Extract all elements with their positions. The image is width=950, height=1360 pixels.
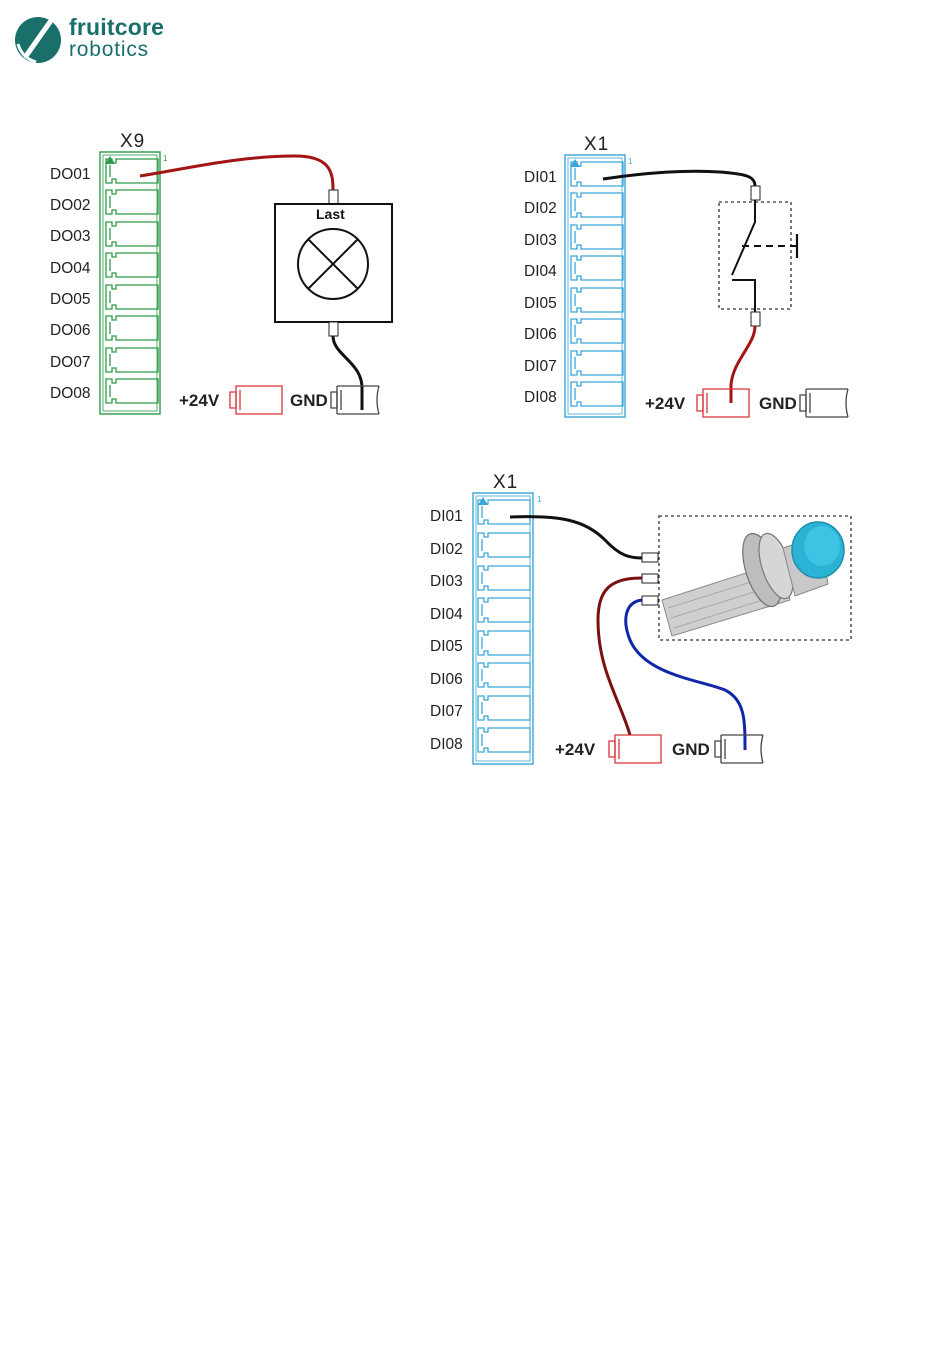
pin-label: DI08 [524, 389, 557, 406]
supply-terminal [697, 389, 749, 417]
pin-label: DI06 [430, 671, 463, 688]
supply-label: +24V [179, 391, 220, 410]
pin-label: DI04 [430, 606, 463, 623]
pin-label: DI01 [430, 508, 463, 525]
black-wire [603, 171, 755, 186]
terminal-slots [478, 500, 530, 752]
pin-label: DI03 [430, 573, 463, 590]
pin-label: DI06 [524, 326, 557, 343]
pin-one-label: 1 [628, 157, 633, 166]
supply-label: +24V [645, 394, 686, 413]
wire-ferrule [642, 553, 658, 562]
ground-label: GND [759, 394, 797, 413]
pin-label: DI08 [430, 736, 463, 753]
wire-ferrule [751, 186, 760, 200]
terminal-block [473, 493, 533, 764]
pin-label: DI02 [524, 200, 557, 217]
pin-label: DI05 [430, 638, 463, 655]
pin-label: DI01 [524, 169, 557, 186]
red-wire [731, 326, 755, 403]
wire-ferrule [751, 312, 760, 326]
connector-label: X1 [493, 472, 518, 493]
pin-label: DO04 [50, 260, 91, 277]
supply-terminal [609, 735, 661, 763]
wire-ferrule [329, 322, 338, 336]
connector-label: X9 [120, 131, 145, 152]
ground-label: GND [672, 740, 710, 759]
inductive-sensor-icon [662, 522, 844, 636]
pushbutton-switch-icon [732, 200, 797, 312]
pin-label: DO06 [50, 322, 91, 339]
wire-ferrule [642, 596, 658, 605]
pin-label: DO02 [50, 197, 91, 214]
red-wire [140, 156, 333, 190]
ground-terminal [715, 735, 763, 763]
pin-label: DI02 [430, 541, 463, 558]
pin-label: DI03 [524, 232, 557, 249]
pin-label: DO08 [50, 385, 91, 402]
terminal-slots [571, 162, 623, 406]
wire-ferrule [329, 190, 338, 204]
output-wiring-diagram: X9 1 DO01 DO02 DO03 DO04 DO05 DO06 DO07 … [50, 131, 392, 414]
terminal-block [100, 152, 160, 414]
pin-label: DO01 [50, 166, 91, 183]
ground-terminal [800, 389, 848, 417]
wire-ferrule [642, 574, 658, 583]
ground-label: GND [290, 391, 328, 410]
terminal-block [565, 155, 625, 417]
pin-label: DI05 [524, 295, 557, 312]
switch-wiring-diagram: X1 1 DI01 DI02 DI03 DI04 DI05 DI06 DI07 … [524, 134, 848, 417]
supply-terminal [230, 386, 282, 414]
pin-label: DO05 [50, 291, 91, 308]
terminal-slots [106, 159, 158, 403]
pin-one-label: 1 [163, 154, 168, 163]
pin-label: DI07 [430, 703, 463, 720]
pin-label: DI07 [524, 358, 557, 375]
sensor-wiring-diagram: X1 1 DI01 DI02 DI03 DI04 DI05 DI06 DI07 … [430, 472, 851, 764]
pin-label: DO03 [50, 228, 91, 245]
pin-one-label: 1 [537, 495, 542, 504]
load-label: Last [316, 206, 345, 222]
pin-label: DO07 [50, 354, 91, 371]
ground-terminal [331, 386, 379, 414]
pin-label: DI04 [524, 263, 557, 280]
supply-label: +24V [555, 740, 596, 759]
connector-label: X1 [584, 134, 609, 155]
